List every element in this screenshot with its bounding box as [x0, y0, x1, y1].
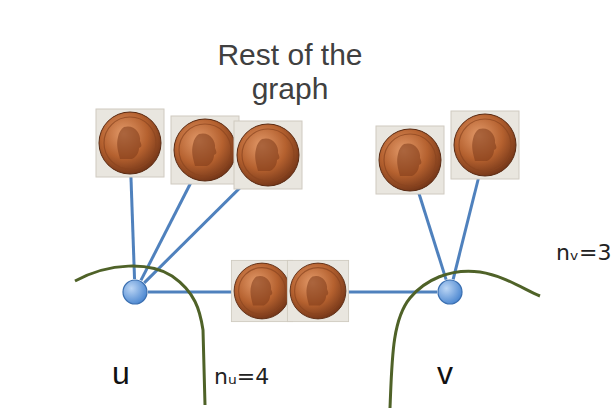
penny — [287, 260, 348, 321]
count-label: nᵤ=4 — [214, 364, 269, 389]
vertex-label: v — [437, 357, 453, 389]
region-label: Rest of the graph — [200, 38, 380, 106]
vertex-dot — [123, 280, 147, 304]
penny — [171, 116, 239, 184]
region-ellipse — [7, 12, 573, 180]
vertex-circle — [122, 279, 148, 305]
vertex-dot — [438, 280, 462, 304]
cut-line — [75, 266, 205, 405]
vertex-circle — [437, 279, 463, 305]
vertex: u — [122, 279, 148, 305]
penny — [231, 260, 292, 321]
penny — [96, 109, 164, 177]
penny — [451, 111, 519, 179]
penny — [234, 121, 302, 189]
vertex: v — [437, 279, 463, 305]
cut-line — [390, 271, 540, 408]
count-label: nᵥ=3 — [556, 240, 612, 265]
vertex-label: u — [112, 357, 130, 389]
graph-region: Rest of the graph — [5, 10, 575, 182]
penny — [376, 126, 444, 194]
